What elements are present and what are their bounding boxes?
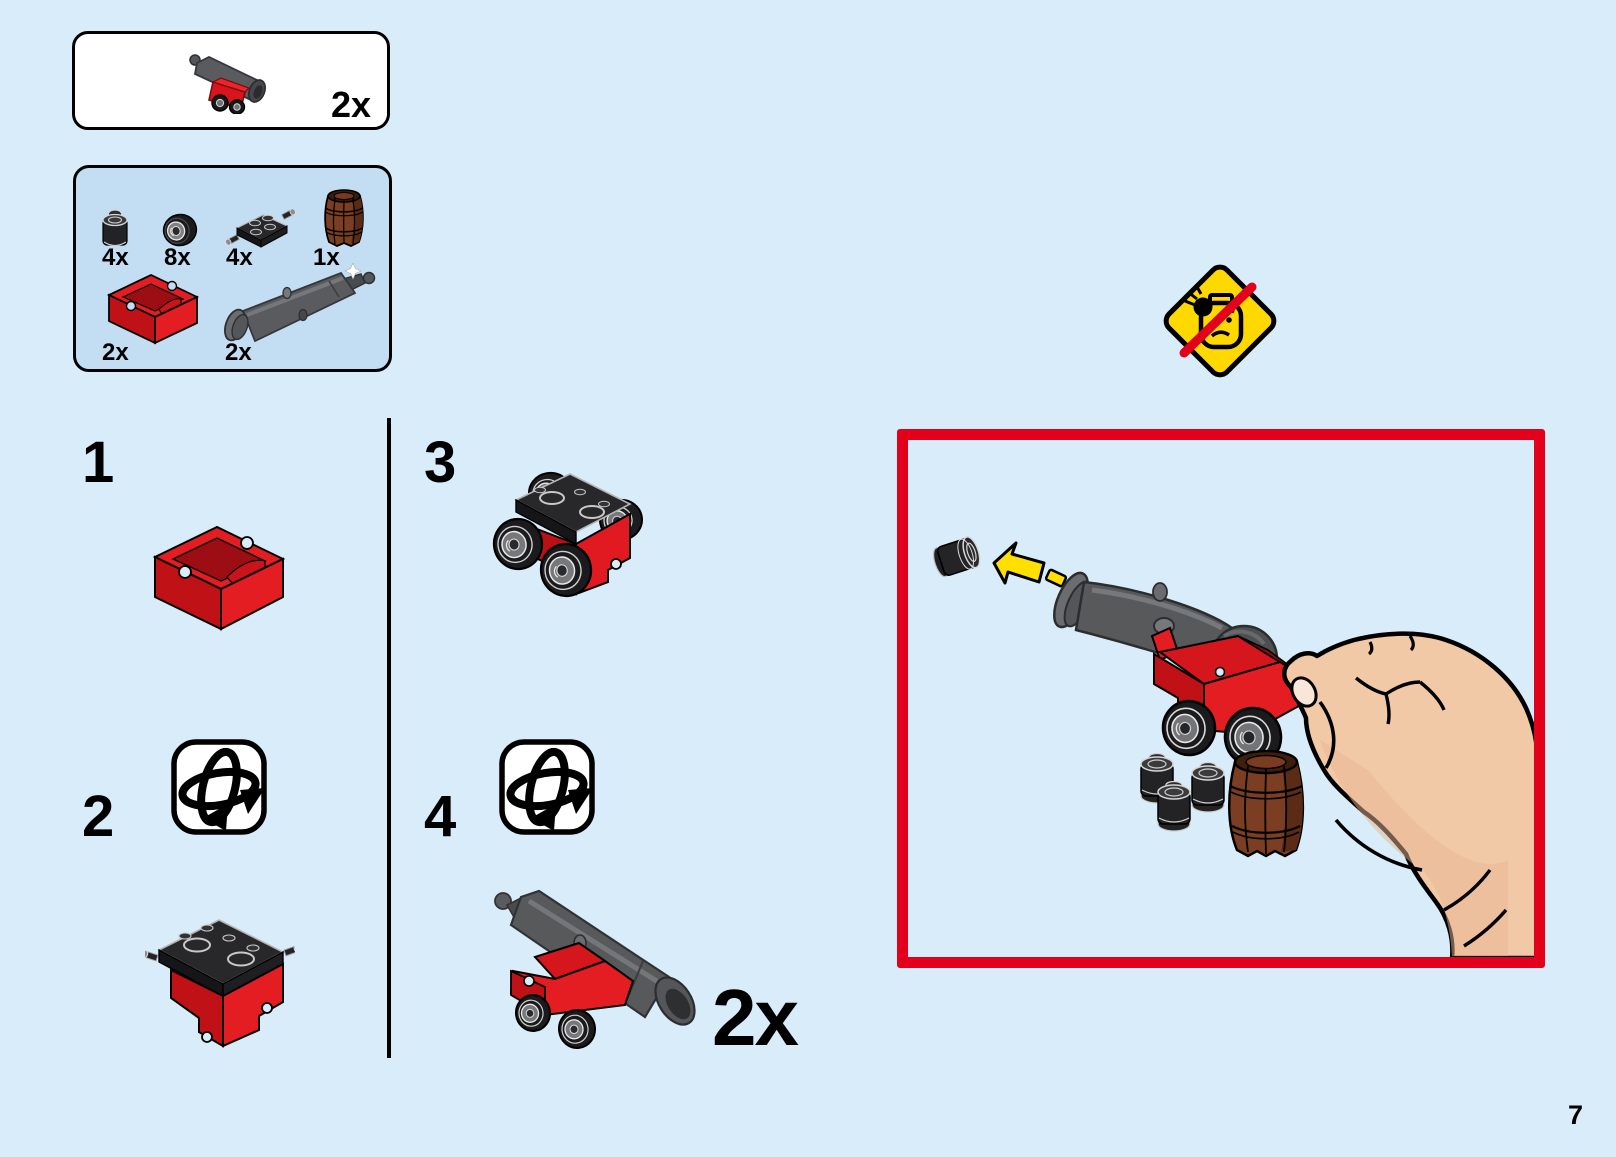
flip-model-over-icon — [499, 739, 595, 835]
do-not-aim-at-face-warning-icon — [1163, 264, 1277, 378]
fire-direction-arrow-icon — [992, 541, 1046, 585]
step-number: 3 — [424, 430, 457, 495]
step3-wheels-added-illustration — [492, 471, 643, 598]
barrel-icon — [1228, 749, 1305, 858]
part-quantity-label: 2x — [102, 339, 129, 366]
result-quantity-box: 2x — [72, 31, 390, 130]
result-quantity-label: 2x — [330, 84, 371, 125]
ammo-round-bricks — [1140, 752, 1225, 832]
step-number: 2 — [82, 784, 115, 849]
part-quantity-label: 4x — [226, 244, 253, 271]
part-quantity-label: 4x — [102, 244, 129, 271]
step2-plates-on-carriage-illustration — [145, 919, 295, 1048]
red-cannon-carriage-part-icon — [106, 274, 200, 345]
cannonball-icon — [933, 536, 981, 578]
press-knob-to-fire-cannonball-illustration — [933, 536, 1534, 957]
hand-pressing-knob — [1282, 631, 1534, 957]
small-wheel-part-icon — [162, 213, 198, 247]
step1-carriage-illustration — [152, 525, 286, 631]
step-column-divider — [387, 418, 391, 1058]
step4-finished-cannon-illustration — [494, 889, 696, 1049]
step-number: 4 — [424, 784, 457, 849]
motion-dash — [1044, 568, 1068, 588]
plate-2x2-wheel-pins-part-icon — [225, 208, 296, 248]
sparkle-glint — [344, 263, 362, 280]
step4-build-quantity-label: 2x — [712, 973, 799, 1062]
page-number: 7 — [1568, 1100, 1584, 1130]
part-quantity-label: 2x — [225, 339, 252, 366]
firing-instruction-callout — [897, 429, 1545, 968]
brown-barrel-part-icon — [324, 189, 364, 247]
flip-model-over-icon — [171, 739, 267, 835]
parts-inventory-box: 4x 8x 4x 1x 2x 2x — [73, 165, 392, 372]
part-quantity-label: 1x — [313, 244, 340, 271]
round-brick-1x1-black-part-icon — [102, 209, 128, 247]
cannon-assembly-thumbnail-icon — [189, 54, 266, 114]
part-quantity-label: 8x — [164, 244, 191, 271]
gray-cannon-barrel-part-icon — [224, 263, 376, 343]
step-number: 1 — [82, 430, 115, 495]
cannon-assembly — [1053, 571, 1317, 768]
